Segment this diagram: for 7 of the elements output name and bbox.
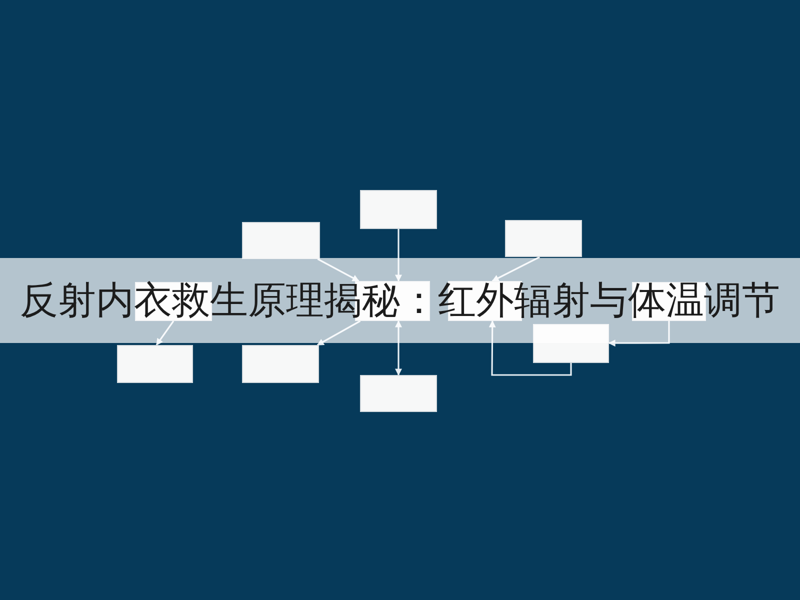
empty-box	[117, 345, 193, 383]
empty-box	[360, 375, 437, 412]
title: 反射内衣救生原理揭秘：红外辐射与体温调节	[20, 279, 780, 323]
empty-box	[360, 190, 437, 229]
empty-box	[505, 220, 582, 257]
empty-box	[242, 222, 320, 259]
empty-box	[242, 345, 319, 383]
